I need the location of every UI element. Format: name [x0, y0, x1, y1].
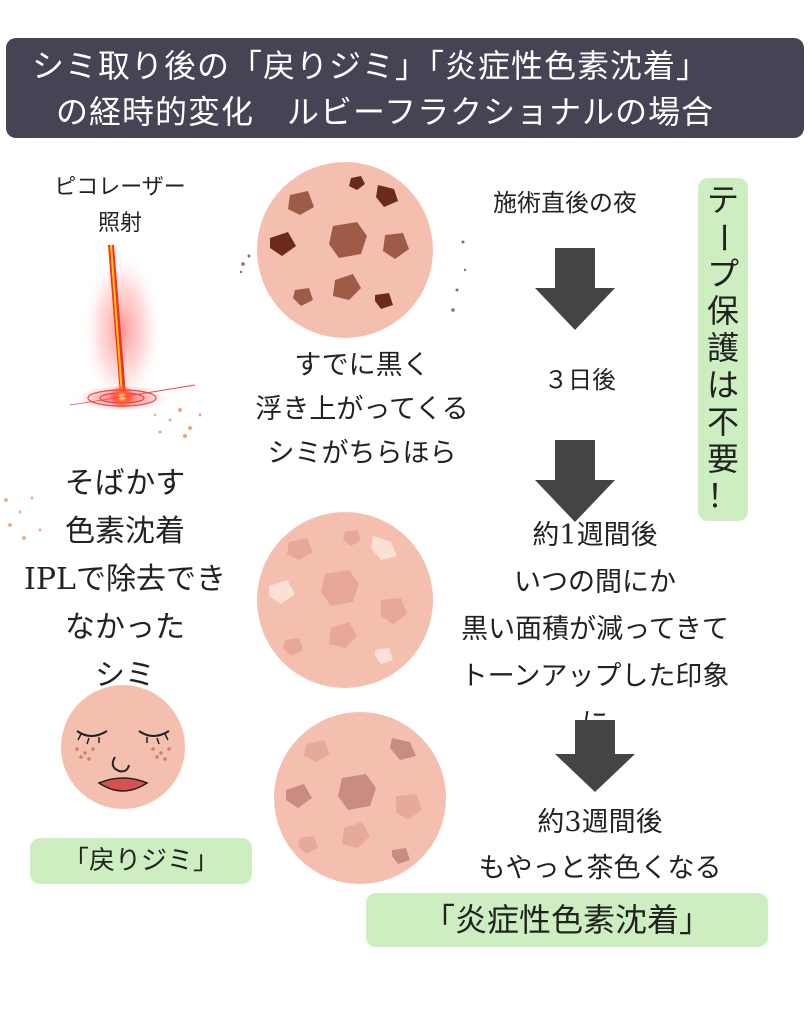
stage1-time: 施術直後の夜 — [493, 189, 637, 217]
face-illustration — [61, 685, 185, 809]
stage2-time: ３日後 — [544, 366, 616, 394]
stage3-text: 約1週間後 いつの間にか 黒い面積が減ってきて トーンアップした印象 に — [460, 520, 730, 739]
arrow-down-icon — [535, 248, 615, 330]
modori-jimi-label: 「戻りジミ」 — [30, 838, 252, 884]
laser-label: ピコレーザー 照射 — [54, 175, 186, 236]
tape-note: テ ー プ 保 護 は 不 要 ！ — [698, 178, 748, 521]
skin-circle-faded-spots — [257, 512, 433, 688]
freckle-dots — [4, 496, 42, 540]
skin-circle-brown-spots — [274, 712, 446, 884]
title-line-2: の経時的変化 ルビーフラクショナルの場合 — [56, 93, 715, 131]
inflammation-label: 「炎症性色素沈着」 — [366, 893, 768, 947]
stage1-desc: すでに黒く 浮き上がってくる シミがちらほら — [255, 350, 469, 469]
title-banner: シミ取り後の「戻りジミ」「炎症性色素沈着」 の経時的変化 ルビーフラクショナルの… — [6, 38, 804, 138]
title-line-1: シミ取り後の「戻りジミ」「炎症性色素沈着」 — [32, 47, 710, 85]
stage4-text: 約3週間後 もやっと茶色くなる — [478, 807, 722, 884]
arrow-down-icon — [555, 720, 635, 792]
arrow-down-icon — [535, 440, 615, 522]
skin-circle-dark-spots — [239, 162, 467, 338]
left-caption: そばかす 色素沈着 IPLで除去でき なかった シミ — [24, 466, 226, 693]
laser-beam-icon — [69, 245, 202, 438]
